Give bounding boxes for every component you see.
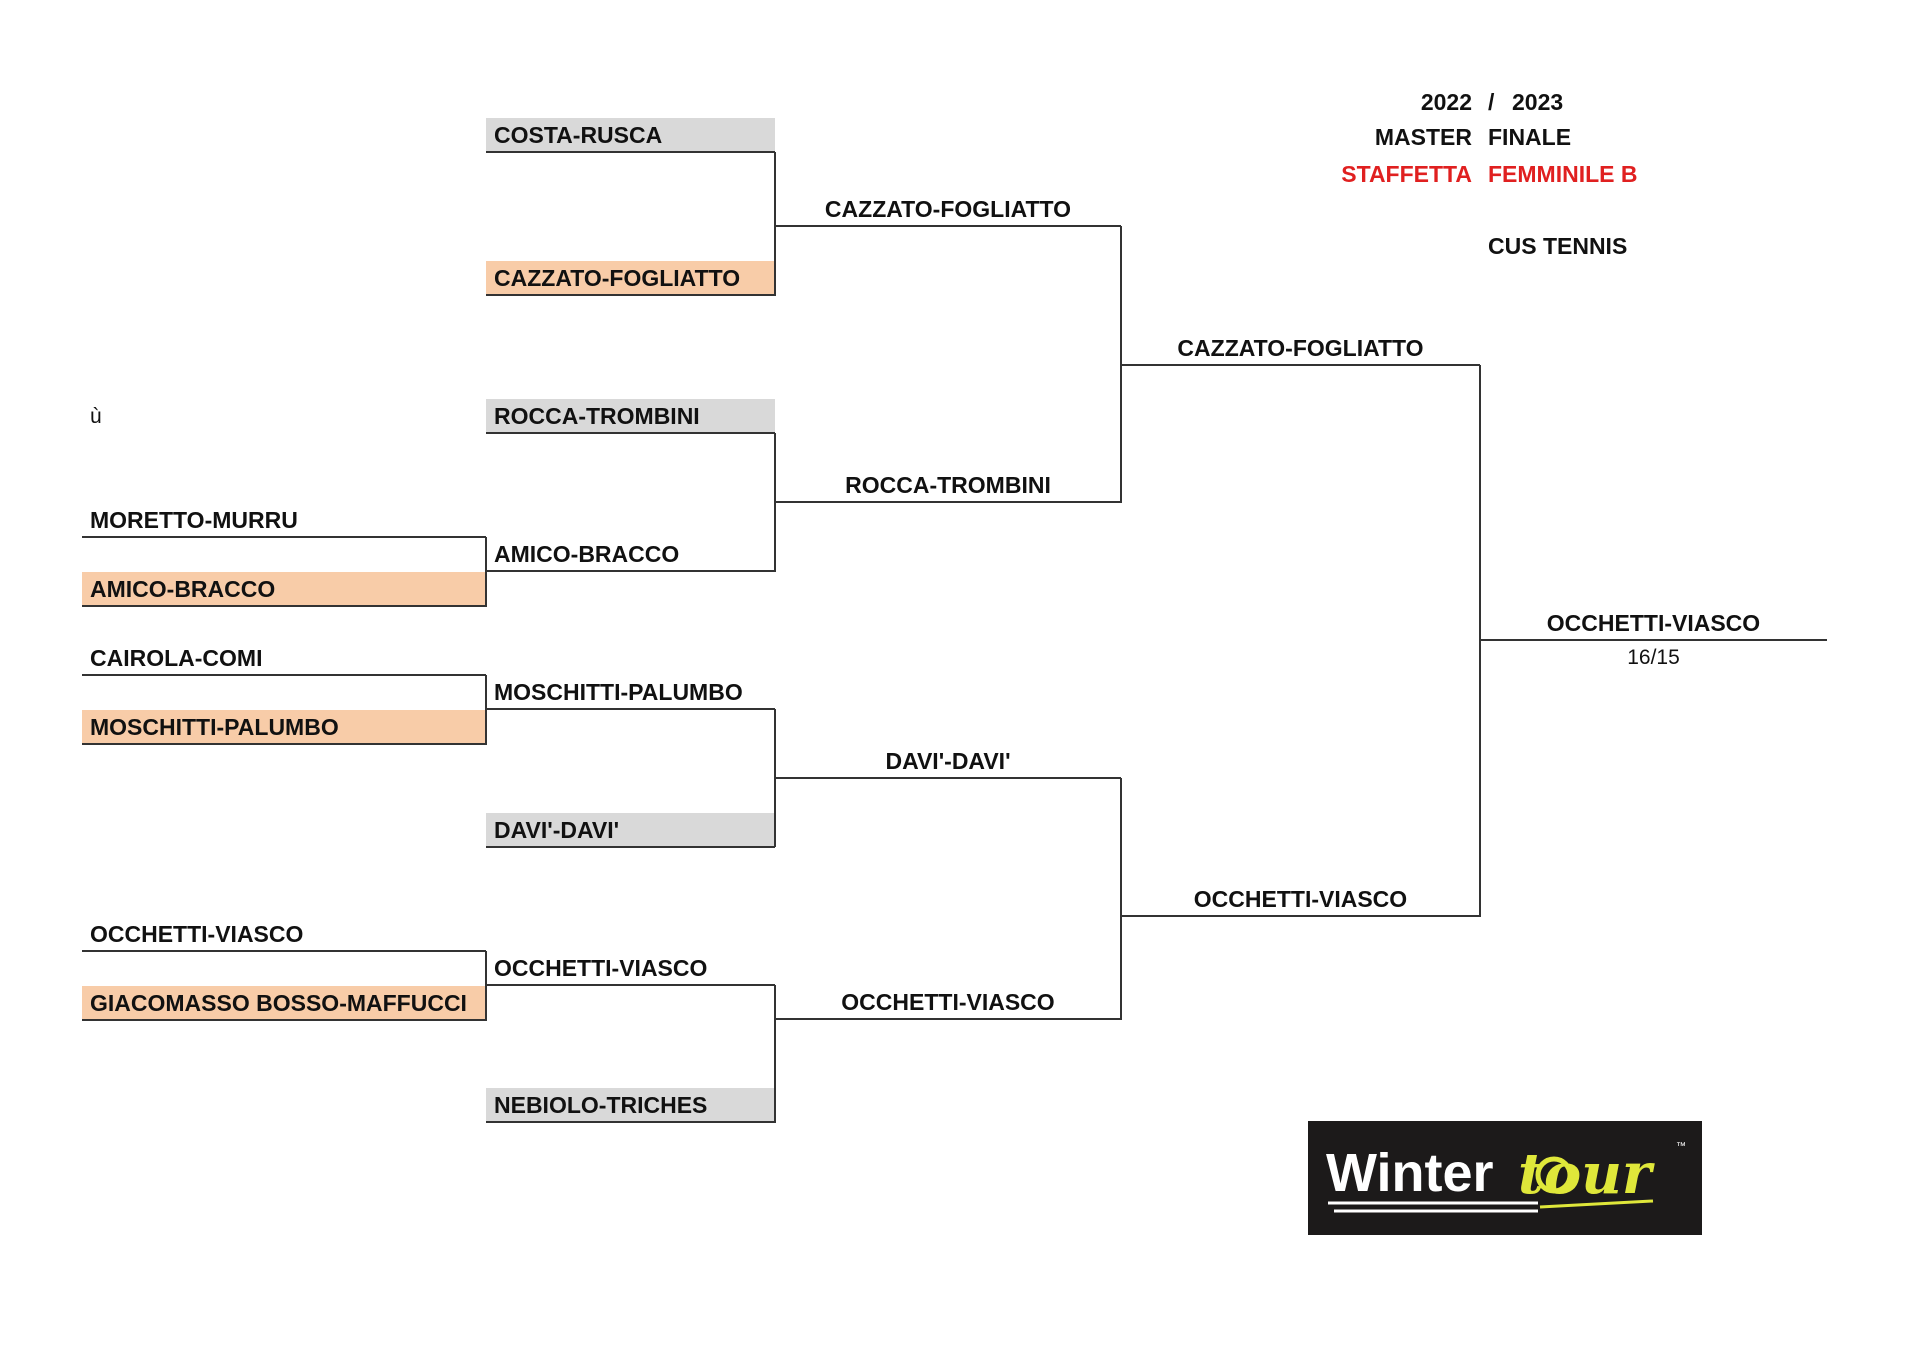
year-end: 2023 [1512,89,1564,115]
r16-team-4: AMICO-BRACCO [486,537,775,572]
r16-team-2: CAZZATO-FOGLIATTO [486,261,775,296]
connector-prelim-2 [485,675,487,745]
sf-team-2: OCCHETTI-VIASCO [1121,882,1480,917]
final-winner: OCCHETTI-VIASCO [1480,606,1827,641]
trademark-symbol: ™ [1676,1141,1686,1152]
logo-swoosh [1539,1199,1654,1209]
wintertour-logo-graphic: Winter tour ™ [1326,1141,1686,1213]
wintertour-logo: Winter tour ™ [1308,1121,1702,1235]
preliminary-team-2-winner: AMICO-BRACCO [82,572,486,607]
preliminary-team-4-winner: MOSCHITTI-PALUMBO [82,710,486,745]
qf-team-1: CAZZATO-FOGLIATTO [775,192,1121,227]
sf-team-1: CAZZATO-FOGLIATTO [1121,331,1480,366]
club-name: CUS TENNIS [1488,233,1628,259]
connector-prelim-3 [485,951,487,1021]
connector-sf [1479,365,1481,917]
label-master: MASTER [1374,124,1472,150]
year-start: 2022 [1420,89,1472,115]
r16-team-1: COSTA-RUSCA [486,118,775,153]
r16-team-8: NEBIOLO-TRICHES [486,1088,775,1123]
label-finale: FINALE [1488,124,1572,150]
connector-r16-1 [774,152,776,296]
logo-text-winter: Winter [1326,1143,1494,1203]
tennis-ball-icon [1535,1156,1573,1194]
label-category: FEMMINILE B [1488,161,1638,187]
preliminary-team-3: CAIROLA-COMI [82,641,486,676]
r16-team-6: DAVI'-DAVI' [486,813,775,848]
preliminary-team-6-winner: GIACOMASSO BOSSO-MAFFUCCI [82,986,486,1021]
preliminary-team-1: MORETTO-MURRU [82,503,486,538]
qf-team-3: DAVI'-DAVI' [775,744,1121,779]
r16-team-7: OCCHETTI-VIASCO [486,951,775,986]
stray-character: ù [90,405,102,428]
logo-text-tour: tour [1518,1141,1655,1207]
connector-qf-2 [1120,778,1122,1020]
preliminary-team-5: OCCHETTI-VIASCO [82,917,486,952]
year-separator: / [1488,89,1495,115]
r16-team-5: MOSCHITTI-PALUMBO [486,675,775,710]
label-staffetta: STAFFETTA [1341,161,1472,187]
r16-team-3: ROCCA-TROMBINI [486,399,775,434]
qf-team-4: OCCHETTI-VIASCO [775,985,1121,1020]
qf-team-2: ROCCA-TROMBINI [775,468,1121,503]
final-score: 16/15 [1627,646,1680,669]
connector-r16-4 [774,985,776,1123]
connector-prelim-1 [485,537,487,607]
